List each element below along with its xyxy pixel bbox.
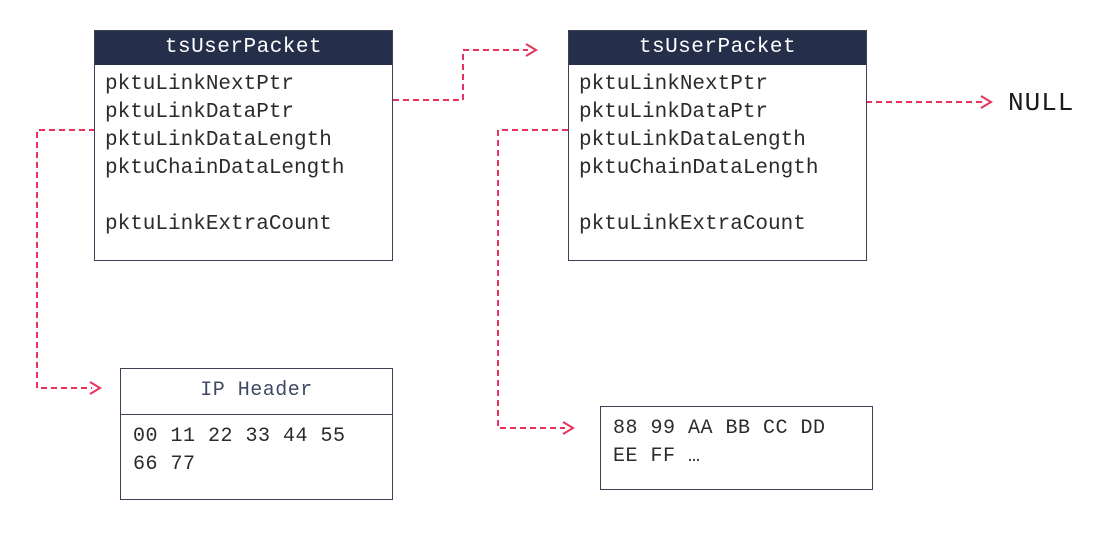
field-link-next-ptr: pktuLinkNextPtr — [579, 73, 769, 96]
arrowhead-right-dataptr — [562, 421, 575, 435]
field-link-extra-count: pktuLinkExtraCount — [105, 213, 332, 236]
arrow-left-dataptr-to-ipheader — [36, 129, 95, 389]
field-link-data-length: pktuLinkDataLength — [579, 129, 806, 152]
ip-header-box: IP Header 00 11 22 33 44 55 66 77 — [120, 368, 393, 500]
data-box-bytes-line1: 88 99 AA BB CC DD — [613, 417, 826, 440]
packet-left-fields: pktuLinkNextPtr pktuLinkDataPtr pktuLink… — [95, 65, 392, 239]
null-label: NULL — [1008, 88, 1075, 118]
field-link-next-ptr: pktuLinkNextPtr — [105, 73, 295, 96]
packet-right-title: tsUserPacket — [569, 31, 866, 65]
field-link-data-ptr: pktuLinkDataPtr — [105, 101, 295, 124]
arrowhead-left-dataptr — [89, 381, 102, 395]
arrowhead-left-nextptr — [525, 43, 538, 57]
arrowhead-right-nextptr — [980, 95, 993, 109]
field-link-extra-count: pktuLinkExtraCount — [579, 213, 806, 236]
data-box: 88 99 AA BB CC DD EE FF … — [600, 406, 873, 490]
packet-right-fields: pktuLinkNextPtr pktuLinkDataPtr pktuLink… — [569, 65, 866, 239]
ip-header-bytes-line1: 00 11 22 33 44 55 — [133, 425, 346, 448]
data-box-bytes: 88 99 AA BB CC DD EE FF … — [601, 407, 872, 479]
arrow-left-nextptr-to-right-packet — [393, 49, 528, 101]
packet-left: tsUserPacket pktuLinkNextPtr pktuLinkDat… — [94, 30, 393, 261]
arrow-right-dataptr-to-databox — [497, 129, 568, 429]
data-box-bytes-line2: EE FF … — [613, 445, 701, 468]
ip-header-bytes-line2: 66 77 — [133, 453, 196, 476]
packet-right: tsUserPacket pktuLinkNextPtr pktuLinkDat… — [568, 30, 867, 261]
field-chain-data-length: pktuChainDataLength — [105, 157, 345, 180]
field-link-data-ptr: pktuLinkDataPtr — [579, 101, 769, 124]
ip-header-title: IP Header — [121, 369, 392, 415]
field-chain-data-length: pktuChainDataLength — [579, 157, 819, 180]
packet-left-title: tsUserPacket — [95, 31, 392, 65]
ip-header-bytes: 00 11 22 33 44 55 66 77 — [121, 415, 392, 487]
field-link-data-length: pktuLinkDataLength — [105, 129, 332, 152]
